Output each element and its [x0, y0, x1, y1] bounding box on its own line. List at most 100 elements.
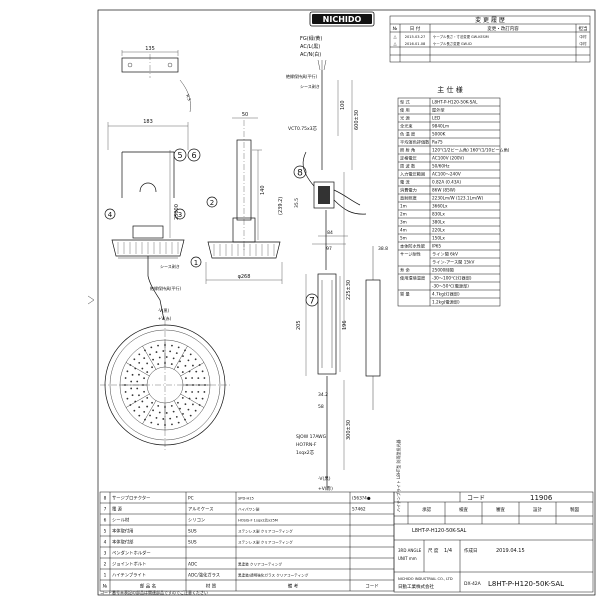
revision-cell: 2015.03.27 [405, 35, 426, 39]
bottom-view-lens [100, 320, 230, 450]
led-dot [146, 397, 149, 399]
parts-cell: ハイパワン製 [238, 507, 260, 512]
spec-label: 光 源 [400, 115, 411, 122]
dim-239: (239.2) [278, 197, 284, 215]
balloon-5: 5 [173, 148, 187, 162]
dim-196: 196 [342, 320, 348, 330]
led-dot [194, 358, 197, 361]
balloon-7: 7 [305, 293, 319, 307]
model-name-small: L8HT-P-H120-50K-SAL [412, 528, 467, 534]
led-dot [181, 397, 184, 399]
parts-note: コード番号未表記の部品は関連部品ですのでご注意ください [100, 589, 208, 595]
parts-cell: (563?4● [352, 496, 371, 502]
led-dot [175, 352, 178, 355]
led-dot [138, 394, 140, 397]
dim-100: 100 [340, 100, 346, 110]
parts-cell: 3 [104, 551, 107, 557]
revision-cell: △ [393, 41, 397, 46]
balloon-4: 4 [104, 208, 116, 220]
parts-cell: 黒塗装/透明強化ガラス クリアコーティング [238, 573, 309, 578]
spec-value: -30〜50℃(電源部) [432, 283, 469, 290]
spec-value: LED [432, 116, 440, 121]
lens-rib [142, 345, 157, 370]
label-minus-v-2: -V(黒) [318, 476, 331, 482]
parts-header: № [103, 584, 108, 590]
led-dot [175, 415, 178, 418]
led-dot [126, 397, 129, 400]
led-dot [130, 380, 133, 383]
label-cable-sjow: SJOW 17AWG [296, 434, 327, 440]
spec-label: 電 流 [400, 179, 411, 186]
revision-header: 日 付 [410, 25, 421, 32]
balloon-text: 7 [309, 297, 315, 307]
parts-cell: ステンレス製 クリアコーティング [238, 529, 293, 534]
label-shield-strip-2: シース剥き [160, 263, 180, 269]
parts-cell: 5 [104, 529, 107, 535]
led-dot [138, 414, 141, 417]
spec-value: 120°(1/2ビーム角) 160°(1/10ビーム角) [432, 147, 510, 154]
led-dot [138, 406, 141, 409]
dim-58: 58 [318, 404, 324, 410]
spec-value: L8HT-P-H120-50K-SAL [432, 100, 478, 105]
spec-value: 5000K [432, 132, 446, 137]
led-dot [191, 377, 194, 379]
code-label: コード [467, 495, 485, 502]
label-ac-fg: FG(緑/黄) [300, 35, 322, 42]
spec-label: 使用環境温度 [400, 275, 426, 282]
led-dot [187, 359, 190, 362]
spec-label: 5m [400, 236, 407, 241]
led-dot [165, 356, 168, 358]
balloon-text: 1 [194, 259, 198, 267]
parts-cell: 電 源 [112, 506, 123, 513]
approval-row: 承認検査審査設計製図 [422, 502, 579, 524]
led-dot [162, 350, 165, 352]
led-dot [152, 358, 154, 361]
logo-text: NICHIDO [323, 15, 362, 24]
lens-rib [125, 393, 150, 408]
spec-title: 主 仕 様 [437, 85, 462, 94]
led-dot [136, 380, 139, 383]
led-dot [131, 373, 134, 376]
spec-label: 入力電圧範囲 [400, 171, 425, 178]
led-dot [185, 390, 187, 393]
led-dot [184, 403, 187, 406]
revision-cell: △ [393, 34, 397, 39]
spec-label: 全光束 [400, 123, 413, 130]
svg-text:R.3: R.3 [185, 94, 192, 102]
revision-header: 担当 [579, 25, 588, 32]
balloon-8: 8 [293, 165, 307, 179]
parts-cell: ADC [188, 562, 197, 568]
lens-rib [142, 400, 157, 425]
spec-value: 9840Lm [432, 124, 449, 129]
led-dot [191, 391, 194, 393]
front-view-fixture: 50 140 φ268 (239.2) [205, 112, 284, 284]
parts-cell: ADC/強化ガラス [188, 572, 220, 579]
balloon-text: 8 [297, 169, 303, 179]
dim-135: 135 [145, 46, 155, 52]
parts-cell: ジョイントボルト [112, 561, 146, 568]
dim-25000: 25000 [174, 204, 180, 220]
led-dot [189, 414, 192, 417]
spec-value: 25000時間 [432, 268, 454, 274]
led-dot [126, 370, 129, 373]
balloon-text: 5 [177, 151, 182, 160]
led-dot [203, 391, 206, 393]
led-dot [143, 377, 145, 380]
parts-cell: SUS [188, 540, 197, 546]
spec-label: 本体防水性能 [400, 243, 426, 250]
top-view-bracket: 135 R.3 [121, 46, 192, 113]
sheet-frame [97, 9, 596, 596]
spec-label: 使 用 [400, 107, 410, 114]
dim-97: 97 [326, 246, 332, 252]
spec-value: ライン-アース間 15kV [432, 260, 474, 266]
code-value: 11906 [530, 494, 553, 502]
spec-value: 4.7kg(灯器部) [432, 291, 460, 298]
parts-cell: 4 [104, 540, 107, 546]
unit-label: UNIT mm [398, 556, 417, 561]
led-dot [172, 357, 175, 360]
dim-34-2: 34.2 [318, 392, 328, 398]
dim-183: 183 [143, 119, 153, 125]
spec-label: 定格電圧 [400, 155, 417, 162]
drawing-no: L8HT-P-H120-50K-SAL [488, 580, 564, 588]
led-dot [158, 411, 161, 414]
